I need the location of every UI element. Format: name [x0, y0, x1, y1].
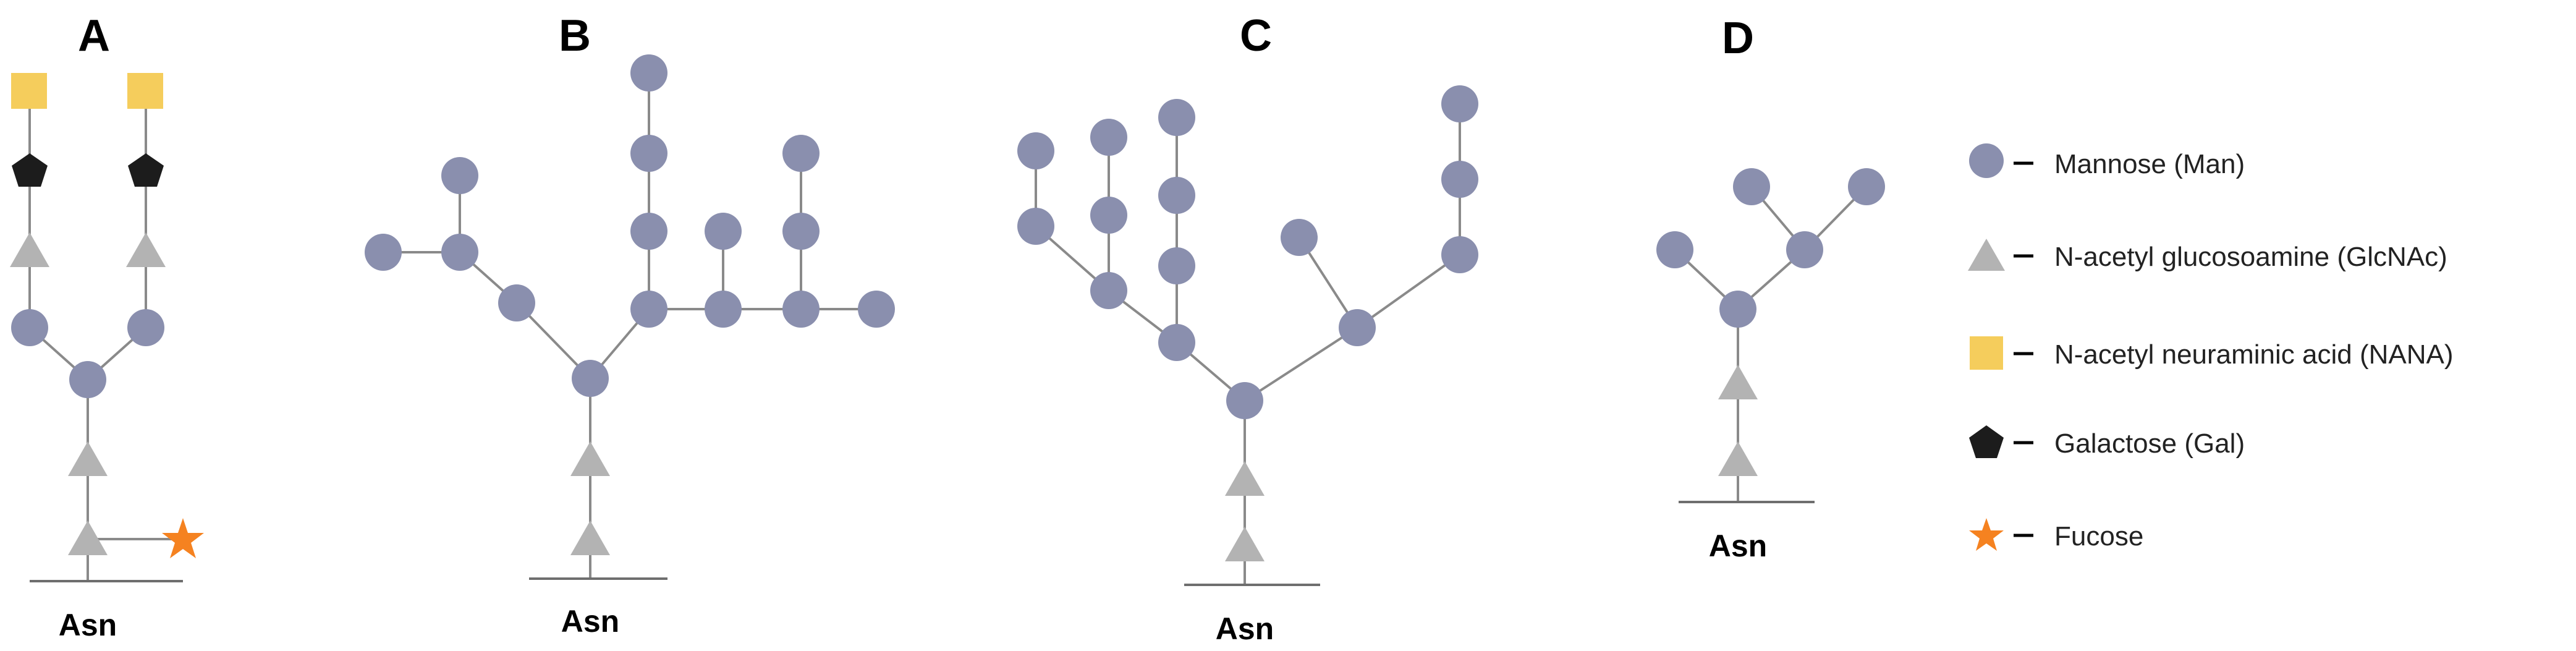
- glcnac-triangle: [570, 521, 610, 555]
- mannose-circle: [1090, 272, 1127, 309]
- asn-label-b: Asn: [561, 604, 619, 639]
- mannose-circle: [441, 157, 478, 194]
- mannose-circle: [1158, 247, 1195, 284]
- mannose-circle: [1158, 177, 1195, 214]
- mannose-circle: [1786, 231, 1823, 268]
- mannose-circle: [630, 54, 667, 91]
- fucose-icon: [1969, 518, 2004, 551]
- mannose-circle: [858, 291, 895, 328]
- glcnac-triangle: [68, 521, 108, 555]
- mannose-circle: [1017, 132, 1054, 169]
- mannose-circle: [782, 291, 820, 328]
- glcnac-triangle: [1718, 365, 1758, 399]
- mannose-circle: [1656, 231, 1693, 268]
- mannose-circle: [1733, 168, 1770, 205]
- legend-label-nana: N-acetyl neuraminic acid (NANA): [2054, 339, 2454, 370]
- mannose-circle: [630, 135, 667, 172]
- mannose-circle: [1158, 99, 1195, 136]
- mannose-circle: [572, 360, 609, 397]
- glcnac-triangle: [1225, 527, 1265, 561]
- asn-label-d: Asn: [1709, 529, 1767, 563]
- mannose-circle: [127, 309, 164, 346]
- nana-icon: [1970, 336, 2003, 370]
- panel-c: C Asn: [1017, 11, 1478, 646]
- panel-label-a: A: [78, 11, 110, 61]
- legend-label-mannose: Mannose (Man): [2054, 149, 2245, 179]
- panel-label-b: B: [559, 11, 591, 61]
- asn-label-a: Asn: [59, 608, 117, 642]
- glcnac-icon: [1968, 239, 2005, 271]
- mannose-circle: [1158, 324, 1195, 361]
- legend-label-fucose: Fucose: [2054, 521, 2143, 551]
- mannose-circle: [1441, 236, 1478, 273]
- panel-label-d: D: [1722, 14, 1754, 63]
- mannose-circle: [705, 291, 742, 328]
- mannose-circle: [1339, 309, 1376, 346]
- legend-item-nana: N-acetyl neuraminic acid (NANA): [1970, 336, 2454, 370]
- mannose-circle: [1281, 219, 1318, 256]
- panel-label-c: C: [1240, 11, 1272, 61]
- nana-square: [127, 73, 163, 109]
- mannose-circle: [630, 213, 667, 250]
- glcnac-triangle: [10, 232, 49, 267]
- mannose-icon: [1969, 143, 2004, 178]
- nana-square: [11, 73, 47, 109]
- panel-b: B Asn: [365, 11, 895, 639]
- galactose-icon: [1969, 425, 2004, 458]
- mannose-circle: [1017, 208, 1054, 245]
- legend-item-mannose: Mannose (Man): [1969, 143, 2245, 179]
- asn-label-c: Asn: [1216, 611, 1274, 646]
- glcnac-triangle: [1225, 461, 1265, 496]
- mannose-circle: [705, 213, 742, 250]
- legend-item-fucose: Fucose: [1969, 518, 2143, 551]
- legend-item-glcnac: N-acetyl glucosoamine (GlcNAc): [1968, 239, 2447, 272]
- glcnac-triangle: [68, 441, 108, 476]
- glcnac-triangle: [570, 441, 610, 476]
- glcnac-triangle: [1718, 441, 1758, 476]
- mannose-circle: [1441, 161, 1478, 198]
- galactose-pentagon: [128, 153, 164, 187]
- legend: Mannose (Man) N-acetyl glucosoamine (Glc…: [1968, 143, 2454, 551]
- mannose-circle: [11, 309, 48, 346]
- mannose-circle: [1441, 85, 1478, 122]
- mannose-circle: [1719, 291, 1756, 328]
- mannose-circle: [1226, 382, 1263, 419]
- mannose-circle: [1090, 197, 1127, 234]
- mannose-circle: [1848, 168, 1885, 205]
- edge: [1244, 326, 1358, 402]
- edge: [1356, 253, 1461, 329]
- mannose-circle: [365, 234, 402, 271]
- panel-a: A Asn: [10, 11, 204, 642]
- galactose-pentagon: [12, 153, 48, 187]
- mannose-circle: [630, 291, 667, 328]
- mannose-circle: [782, 213, 820, 250]
- mannose-circle: [498, 284, 535, 321]
- legend-item-galactose: Galactose (Gal): [1969, 425, 2245, 459]
- legend-label-galactose: Galactose (Gal): [2054, 428, 2245, 459]
- mannose-circle: [782, 135, 820, 172]
- mannose-circle: [69, 361, 106, 398]
- panel-d: D Asn: [1656, 14, 1885, 563]
- mannose-circle: [1090, 119, 1127, 156]
- legend-label-glcnac: N-acetyl glucosoamine (GlcNAc): [2054, 242, 2447, 272]
- mannose-circle: [441, 234, 478, 271]
- fucose-star: [162, 518, 204, 558]
- glcnac-triangle: [126, 232, 166, 267]
